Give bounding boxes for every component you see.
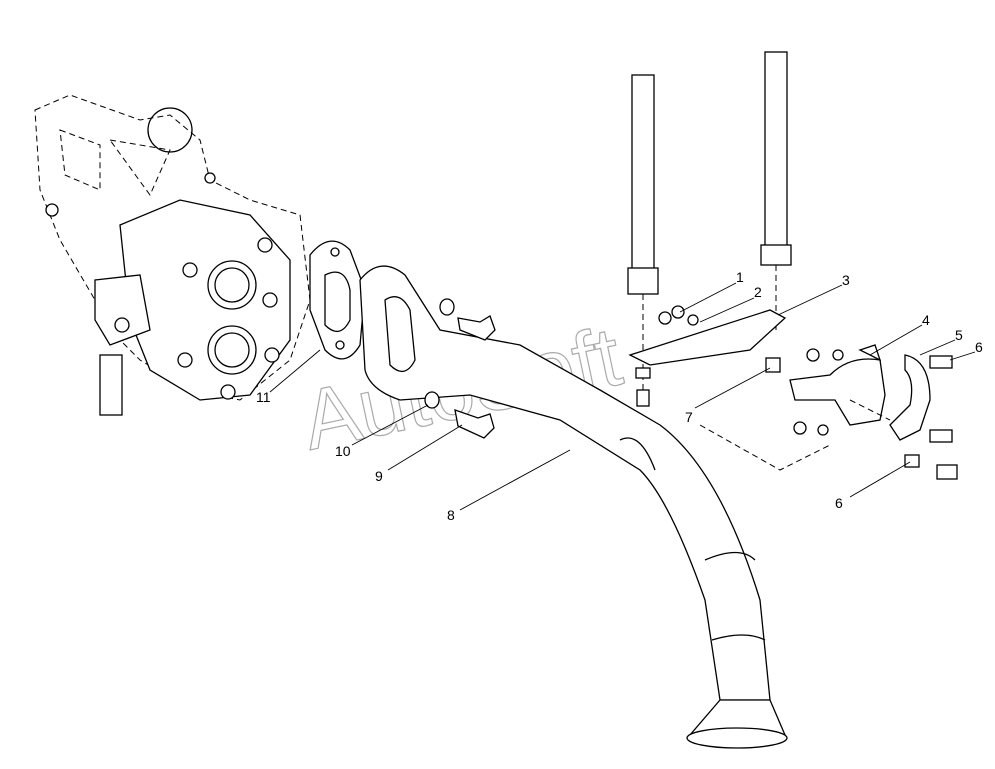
callout-2: 2 <box>754 284 762 300</box>
callout-8: 8 <box>447 507 455 523</box>
callout-1: 1 <box>736 269 744 285</box>
callout-3: 3 <box>842 272 850 288</box>
callout-10: 10 <box>335 443 351 459</box>
rods <box>627 51 792 400</box>
clamp <box>699 344 958 480</box>
callout-9: 9 <box>375 468 383 484</box>
exhaust-pipe <box>359 265 788 749</box>
callout-11: 11 <box>256 389 271 405</box>
callout-7: 7 <box>685 409 693 425</box>
gasket <box>309 240 366 360</box>
callout-6-bottom: 6 <box>835 495 843 511</box>
callout-4: 4 <box>922 312 930 328</box>
callout-5: 5 <box>955 327 963 343</box>
callouts: 1 2 3 4 5 6 6 7 8 9 10 11 <box>256 269 983 523</box>
flange-bolts <box>424 298 496 439</box>
pump-housing <box>34 94 311 416</box>
callout-6-top: 6 <box>975 339 983 355</box>
leader-lines <box>269 282 976 511</box>
bracket <box>628 305 787 407</box>
